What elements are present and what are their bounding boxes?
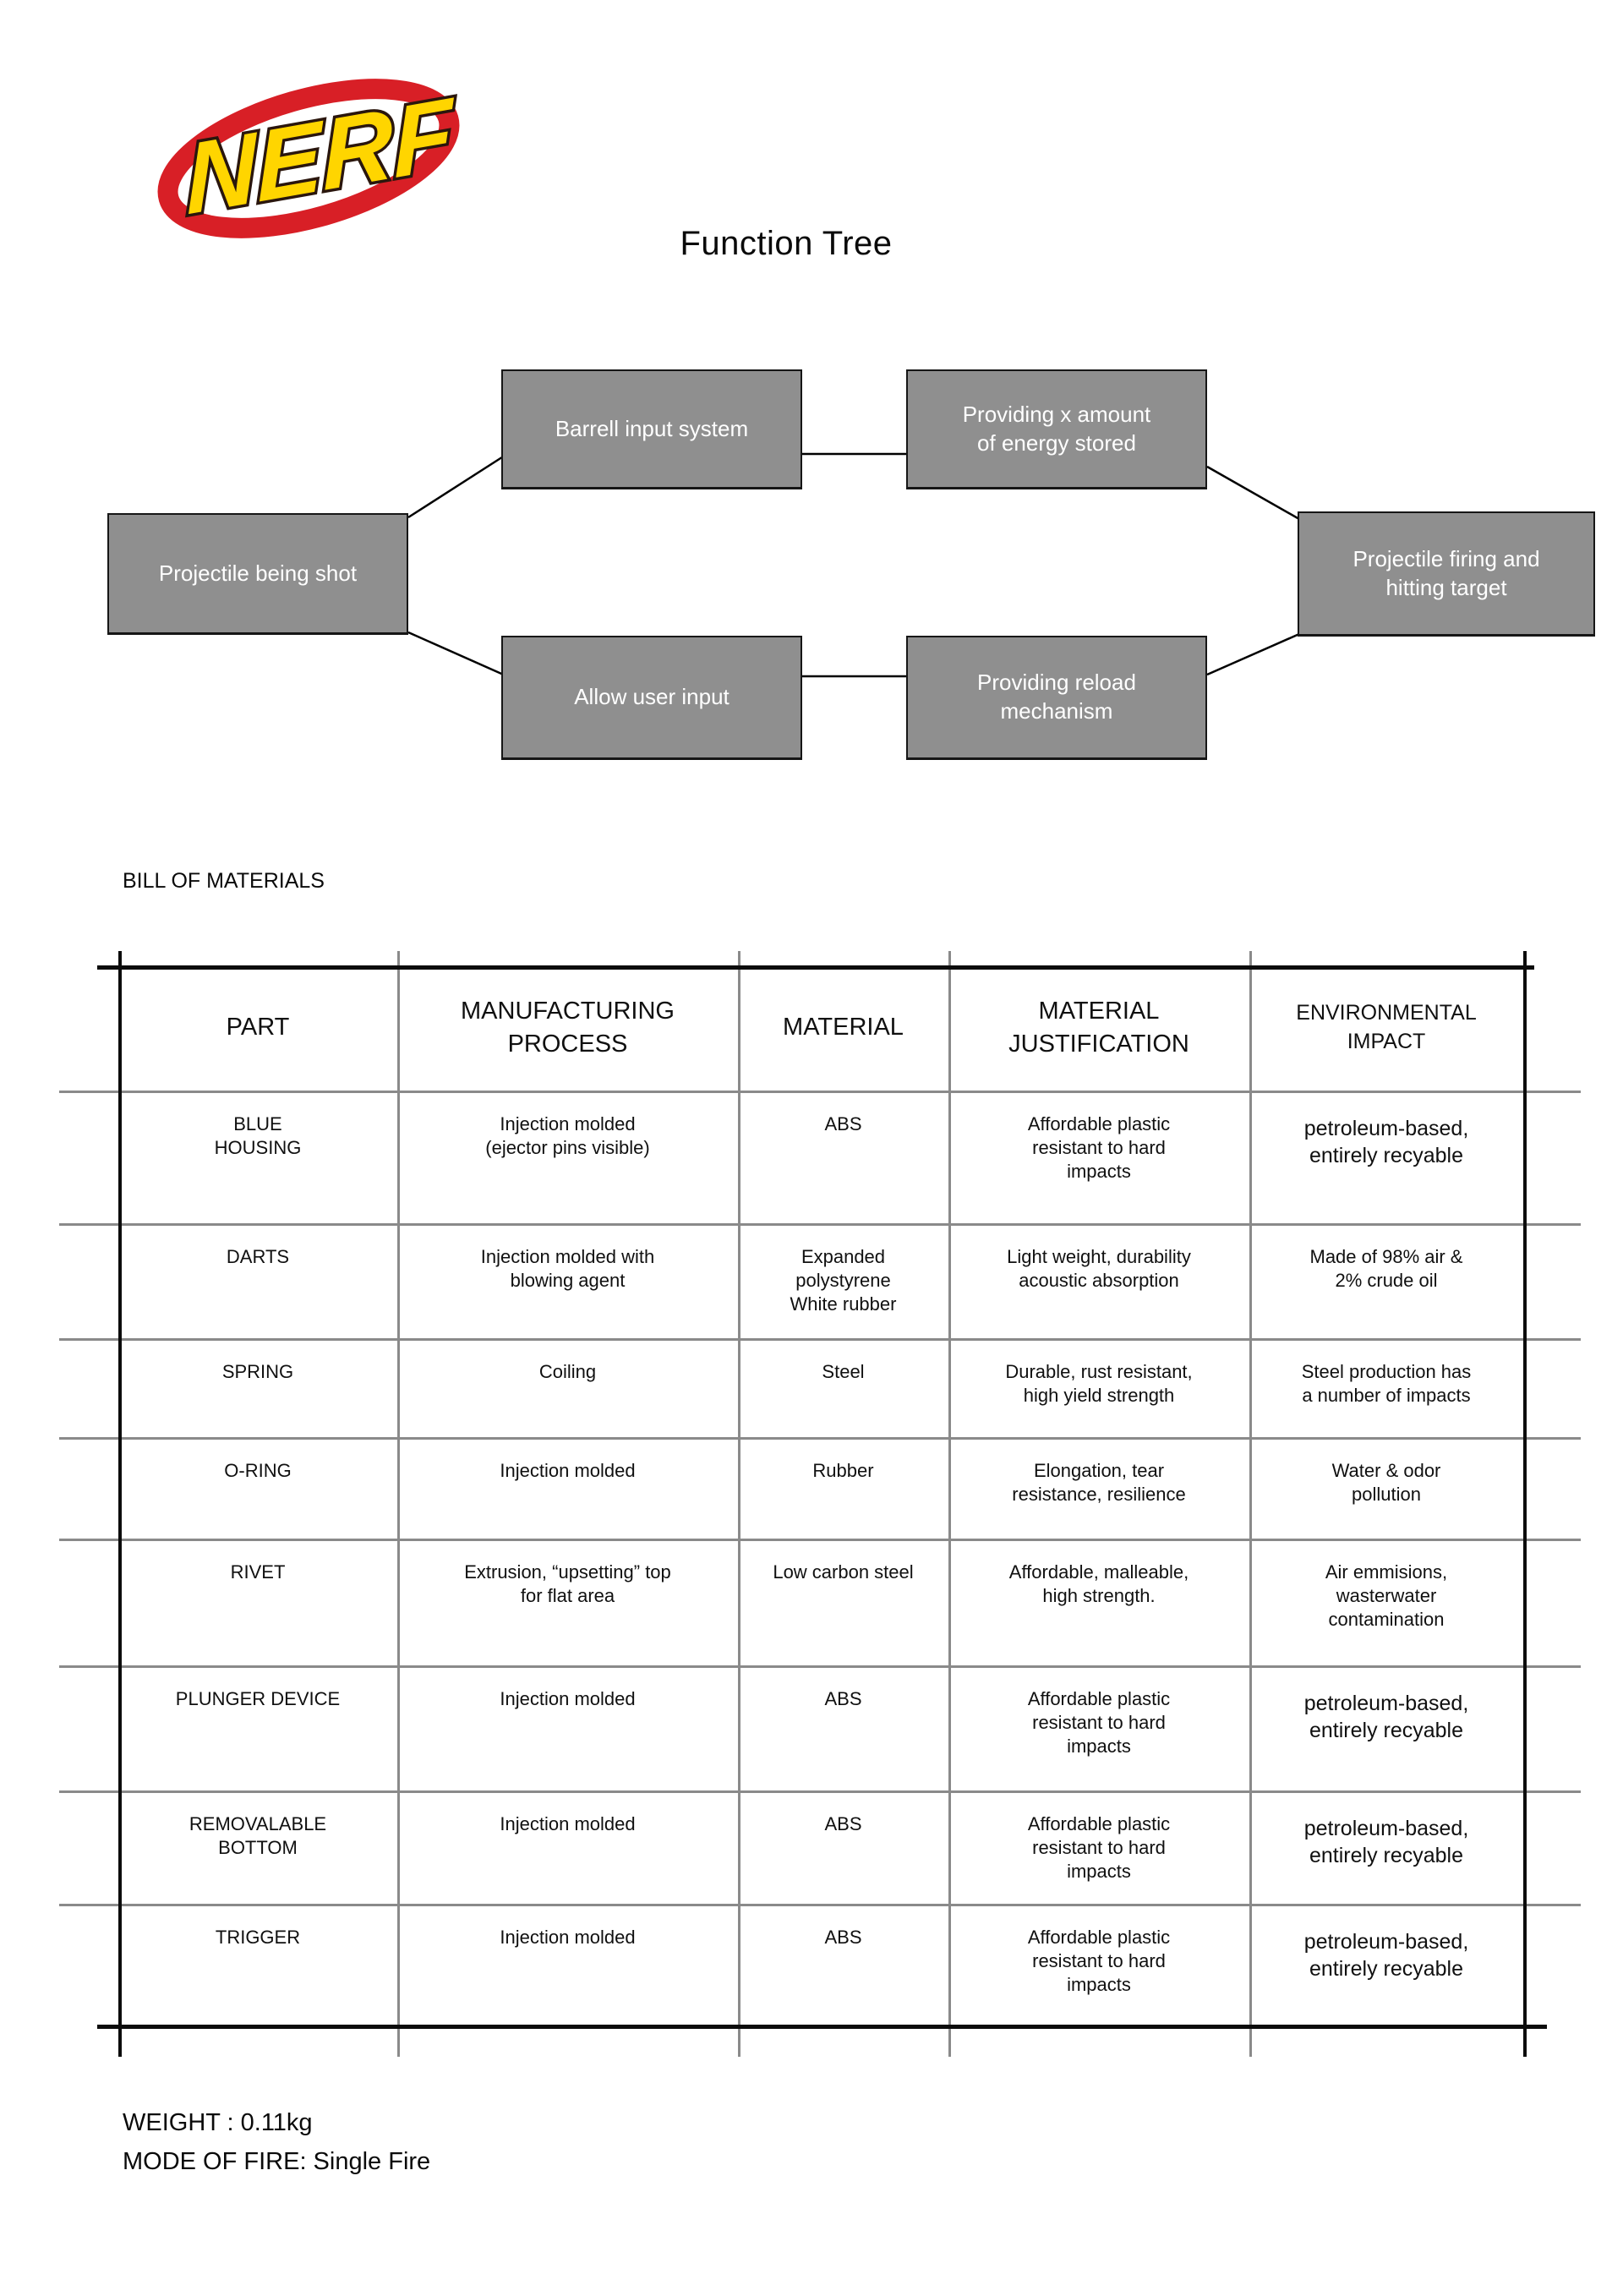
bom-cell-justification: Durable, rust resistant, high yield stre… bbox=[1005, 1361, 1193, 1406]
bom-cell-justification: Light weight, durability acoustic absorp… bbox=[1007, 1246, 1191, 1291]
table-row-separator bbox=[59, 1539, 1581, 1541]
bom-cell-impact: Made of 98% air & 2% crude oil bbox=[1309, 1246, 1463, 1291]
table-border-right bbox=[1523, 951, 1527, 2057]
bom-cell-part: DARTS bbox=[226, 1246, 290, 1267]
nerf-logo-text: NERF bbox=[183, 77, 456, 237]
bom-cell-material: Low carbon steel bbox=[773, 1561, 914, 1583]
table-border-top bbox=[97, 965, 1534, 970]
bom-cell-part: TRIGGER bbox=[215, 1927, 301, 1948]
bom-cell-impact: petroleum-based, entirely recyable bbox=[1303, 1930, 1469, 1981]
bom-cell-part: BLUE HOUSING bbox=[214, 1113, 302, 1158]
bom-cell-process: Injection molded bbox=[500, 1813, 636, 1834]
table-column-divider bbox=[1249, 951, 1252, 2057]
connector-line bbox=[1206, 632, 1300, 676]
function-node-projectile-firing-hitting-target: Projectile firing and hitting target bbox=[1298, 511, 1595, 637]
table-row-separator bbox=[59, 1437, 1581, 1440]
bom-cell-material: ABS bbox=[824, 1813, 862, 1834]
bom-header-4: ENVIRONMENTAL IMPACT bbox=[1296, 1001, 1477, 1053]
bom-cell-part: RIVET bbox=[230, 1561, 286, 1583]
mode-of-fire-text: MODE OF FIRE: Single Fire bbox=[123, 2148, 431, 2175]
bom-cell-material: Rubber bbox=[812, 1460, 874, 1481]
function-node-providing-energy-stored: Providing x amount of energy stored bbox=[906, 369, 1207, 489]
table-row-separator bbox=[59, 1904, 1581, 1906]
bom-cell-process: Injection molded bbox=[500, 1460, 636, 1481]
table-column-divider bbox=[948, 951, 951, 2057]
weight-text: WEIGHT : 0.11kg bbox=[123, 2109, 313, 2136]
function-node-projectile-being-shot: Projectile being shot bbox=[107, 513, 408, 635]
bom-cell-material: ABS bbox=[824, 1927, 862, 1948]
table-row-separator bbox=[59, 1665, 1581, 1668]
bom-cell-material: Expanded polystyrene White rubber bbox=[790, 1246, 897, 1315]
bom-cell-justification: Affordable plastic resistant to hard imp… bbox=[1027, 1688, 1171, 1757]
bom-cell-justification: Affordable plastic resistant to hard imp… bbox=[1027, 1813, 1171, 1882]
bom-cell-impact: petroleum-based, entirely recyable bbox=[1303, 1117, 1469, 1167]
table-column-divider bbox=[738, 951, 740, 2057]
page-title: Function Tree bbox=[680, 225, 893, 262]
bom-cell-process: Injection molded with blowing agent bbox=[480, 1246, 655, 1291]
bom-cell-impact: petroleum-based, entirely recyable bbox=[1303, 1692, 1469, 1742]
bom-cell-process: Coiling bbox=[538, 1361, 597, 1382]
table-row-separator bbox=[59, 1790, 1581, 1793]
bom-cell-justification: Affordable, malleable, high strength. bbox=[1008, 1561, 1189, 1606]
function-node-providing-reload-mechanism: Providing reload mechanism bbox=[906, 636, 1207, 760]
bom-header-3: MATERIAL JUSTIFICATION bbox=[1008, 997, 1189, 1058]
bom-cell-impact: Water & odor pollution bbox=[1331, 1460, 1441, 1505]
bom-cell-part: O-RING bbox=[224, 1460, 292, 1481]
nerf-logo: NERF bbox=[157, 74, 460, 239]
bom-cell-material: Steel bbox=[822, 1361, 865, 1382]
bom-cell-part: REMOVALABLE BOTTOM bbox=[189, 1813, 327, 1858]
connector-line bbox=[1206, 465, 1300, 521]
bom-cell-impact: petroleum-based, entirely recyable bbox=[1303, 1817, 1469, 1867]
table-border-bottom bbox=[97, 2025, 1547, 2029]
bom-cell-process: Injection molded bbox=[500, 1688, 636, 1709]
bom-cell-material: ABS bbox=[824, 1113, 862, 1134]
function-node-allow-user-input: Allow user input bbox=[501, 636, 802, 760]
table-row-separator bbox=[59, 1091, 1581, 1093]
bom-header-1: MANUFACTURING PROCESS bbox=[461, 997, 675, 1058]
footer-specs: WEIGHT : 0.11kg MODE OF FIRE: Single Fir… bbox=[123, 2103, 430, 2181]
bom-cell-impact: Air emmisions, wasterwater contamination bbox=[1325, 1561, 1448, 1630]
bom-cell-process: Extrusion, “upsetting” top for flat area bbox=[464, 1561, 671, 1606]
bom-header-2: MATERIAL bbox=[783, 1014, 904, 1041]
table-column-divider bbox=[397, 951, 400, 2057]
bom-cell-justification: Elongation, tear resistance, resilience bbox=[1012, 1460, 1186, 1505]
connector-line bbox=[407, 452, 508, 519]
bom-cell-material: ABS bbox=[824, 1688, 862, 1709]
nerf-logo-swoosh bbox=[157, 79, 460, 238]
bom-cell-justification: Affordable plastic resistant to hard imp… bbox=[1027, 1113, 1171, 1182]
connector-line bbox=[407, 631, 508, 678]
bom-cell-part: SPRING bbox=[221, 1361, 294, 1382]
table-row-separator bbox=[59, 1338, 1581, 1341]
function-node-barrell-input-system: Barrell input system bbox=[501, 369, 802, 489]
bom-cell-process: Injection molded bbox=[500, 1927, 636, 1948]
bom-header-0: PART bbox=[226, 1014, 290, 1041]
bom-heading: BILL OF MATERIALS bbox=[123, 869, 325, 893]
bom-cell-part: PLUNGER DEVICE bbox=[175, 1688, 341, 1709]
bom-table: PART MANUFACTURING PROCESS MATERIAL MATERIA… bbox=[59, 947, 1593, 2067]
table-border-left bbox=[118, 951, 122, 2057]
bom-cell-impact: Steel production has a number of impacts bbox=[1301, 1361, 1472, 1406]
bom-cell-process: Injection molded (ejector pins visible) bbox=[485, 1113, 650, 1158]
bom-cell-justification: Affordable plastic resistant to hard imp… bbox=[1027, 1927, 1171, 1995]
table-row-separator bbox=[59, 1223, 1581, 1226]
